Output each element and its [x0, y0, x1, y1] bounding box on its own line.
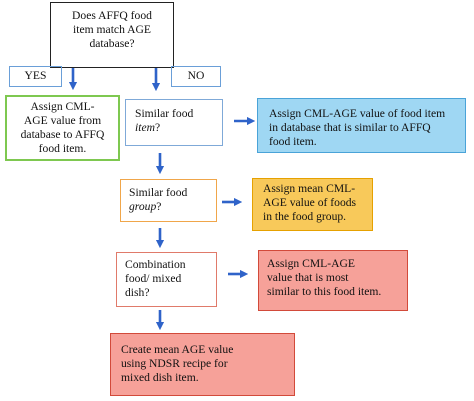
start-question-box: Does AFFQ food item match AGE database? [50, 2, 174, 68]
similar-group-question-line2: group? [129, 200, 161, 213]
similar-group-question-box: Similar food group? [120, 179, 217, 222]
similar-group-question-line1: Similar food [129, 186, 188, 199]
similar-group-question-italic: group [129, 200, 157, 213]
yes-result-text: Assign CML- AGE value from database to A… [20, 100, 105, 155]
combination-question-box: Combination food/ mixed dish? [116, 252, 217, 307]
similar-group-result-box: Assign mean CML- AGE value of foods in t… [252, 178, 373, 231]
start-question-text: Does AFFQ food item match AGE database? [72, 9, 152, 50]
similar-item-question-line1: Similar food [135, 107, 194, 120]
yes-result-box: Assign CML- AGE value from database to A… [5, 95, 120, 161]
similar-item-result-box: Assign CML-AGE value of food item in dat… [257, 98, 466, 153]
yes-label-box: YES [9, 66, 62, 87]
similar-item-question-suffix: ? [154, 121, 161, 134]
final-result-box: Create mean AGE value using NDSR recipe … [110, 333, 295, 396]
similar-group-question-suffix: ? [156, 200, 162, 213]
similar-group-result-text: Assign mean CML- AGE value of foods in t… [263, 182, 357, 223]
similar-item-question-box: Similar food item? [125, 99, 223, 146]
combination-result-box: Assign CML-AGE value that is most simila… [258, 250, 408, 311]
combination-result-text: Assign CML-AGE value that is most simila… [267, 257, 382, 298]
similar-item-question-italic: item [135, 121, 155, 134]
final-result-text: Create mean AGE value using NDSR recipe … [121, 343, 234, 384]
yes-label: YES [24, 69, 47, 82]
no-label-box: NO [171, 66, 221, 87]
no-label: NO [187, 69, 205, 82]
combination-question-text: Combination food/ mixed dish? [125, 258, 186, 299]
similar-item-question-line2: item? [135, 121, 160, 134]
similar-item-result-text: Assign CML-AGE value of food item in dat… [269, 107, 446, 148]
